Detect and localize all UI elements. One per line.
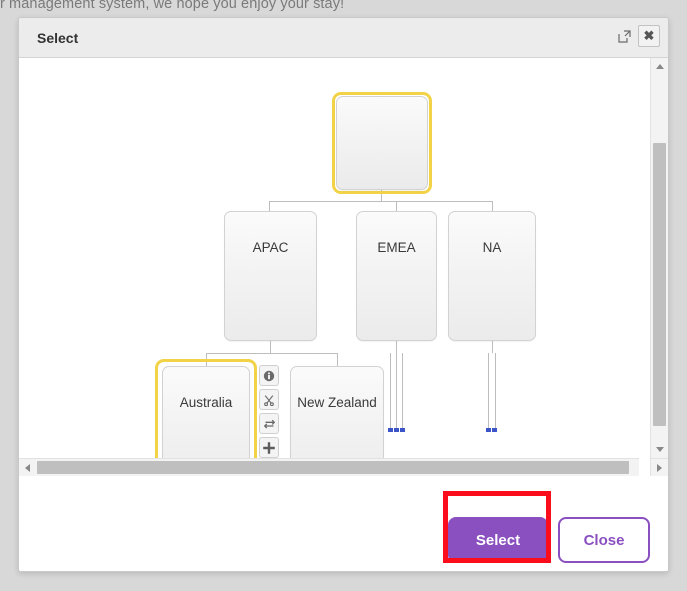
connector-line [396,201,397,211]
tree-node-label: NA [482,240,502,255]
collapsed-cap [394,428,399,432]
connector-line [396,341,397,353]
tree-node-apac[interactable]: APAC [224,211,317,341]
connector-line [492,341,493,353]
tree-node-na[interactable]: NA [448,211,536,341]
collapsed-cap [400,428,405,432]
select-modal: Select ✖ [18,17,669,572]
modal-header-controls: ✖ [616,25,660,47]
collapsed-stub [396,353,397,429]
collapsed-cap [486,428,491,432]
node-action-toolbar [259,365,279,458]
swap-icon[interactable] [259,413,279,434]
tree-node-australia[interactable]: Australia [162,366,250,458]
tree-node-emea[interactable]: EMEA [356,211,437,341]
modal-body: APAC EMEA NA Australia New Zealand [19,58,668,505]
org-tree-canvas[interactable]: APAC EMEA NA Australia New Zealand [19,58,639,458]
add-icon[interactable] [259,437,279,458]
modal-header: Select ✖ [19,18,668,58]
close-icon[interactable]: ✖ [638,25,660,47]
tree-node-label: APAC [252,240,289,255]
connector-line [381,190,382,202]
collapsed-stub [390,353,391,429]
collapsed-stub [402,353,403,429]
triangle-up-icon[interactable] [651,58,668,75]
triangle-left-icon[interactable] [19,459,36,476]
select-button[interactable]: Select [448,517,548,563]
info-icon[interactable] [259,365,279,386]
maximize-icon[interactable] [616,28,632,44]
connector-line [206,353,337,354]
connector-line [337,353,338,366]
cut-icon[interactable] [259,389,279,410]
tree-node-new-zealand[interactable]: New Zealand [290,366,384,458]
collapsed-cap [388,428,393,432]
close-button[interactable]: Close [558,517,650,563]
collapsed-stub [495,353,496,429]
modal-title: Select [37,30,79,46]
connector-line [270,341,271,353]
connector-line [492,201,493,211]
selection-frame-australia [155,359,257,458]
selection-frame-root [332,92,432,194]
horizontal-scroll-thumb[interactable] [37,461,629,474]
tree-node-label: EMEA [377,240,416,255]
background-welcome-text: r management system, we hope you enjoy y… [0,0,345,12]
horizontal-scrollbar[interactable] [19,458,639,476]
vertical-scroll-thumb[interactable] [653,143,666,426]
collapsed-cap [492,428,497,432]
tree-node-label: Australia [179,395,233,410]
tree-node-label: New Zealand [297,395,377,410]
collapsed-stub [488,353,489,429]
modal-footer: Select Close [19,504,668,571]
tree-node-root[interactable] [336,96,428,190]
vertical-scrollbar[interactable] [650,58,668,458]
scrollbar-corner[interactable] [650,458,668,476]
triangle-right-icon [657,463,662,472]
triangle-down-icon[interactable] [651,441,668,458]
connector-line [269,201,493,202]
connector-line [269,201,270,211]
